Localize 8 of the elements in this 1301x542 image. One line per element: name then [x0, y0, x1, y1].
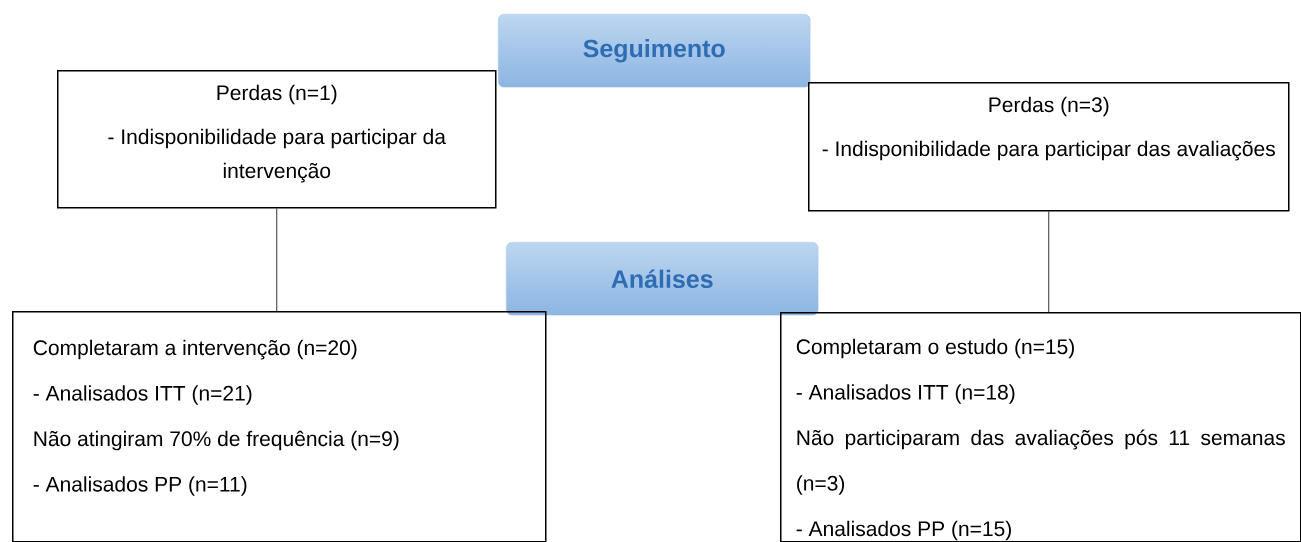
section-banner: Seguimento — [498, 14, 811, 88]
connector-line — [276, 208, 278, 312]
loss-box: Perdas (n=1) - Indisponibilidade para participar da intervenção — [57, 70, 497, 209]
analysis-box: Completaram a intervenção (n=20) - Analisados ITT (n=21) Não atingiram 70% de frequência (n=9) - Analisados PP (n=11) — [12, 311, 547, 542]
analysis-box: Completaram o estudo (n=15) - Analisados ITT (n=18) Não participaram das avaliações pós 11 semanas (n=3) - Analisados PP (n=15) — [780, 312, 1301, 542]
section-banner: Análises — [506, 242, 819, 316]
connector-line — [1048, 211, 1050, 313]
loss-box: Perdas (n=3) - Indisponibilidade para participar das avaliações — [808, 82, 1290, 212]
